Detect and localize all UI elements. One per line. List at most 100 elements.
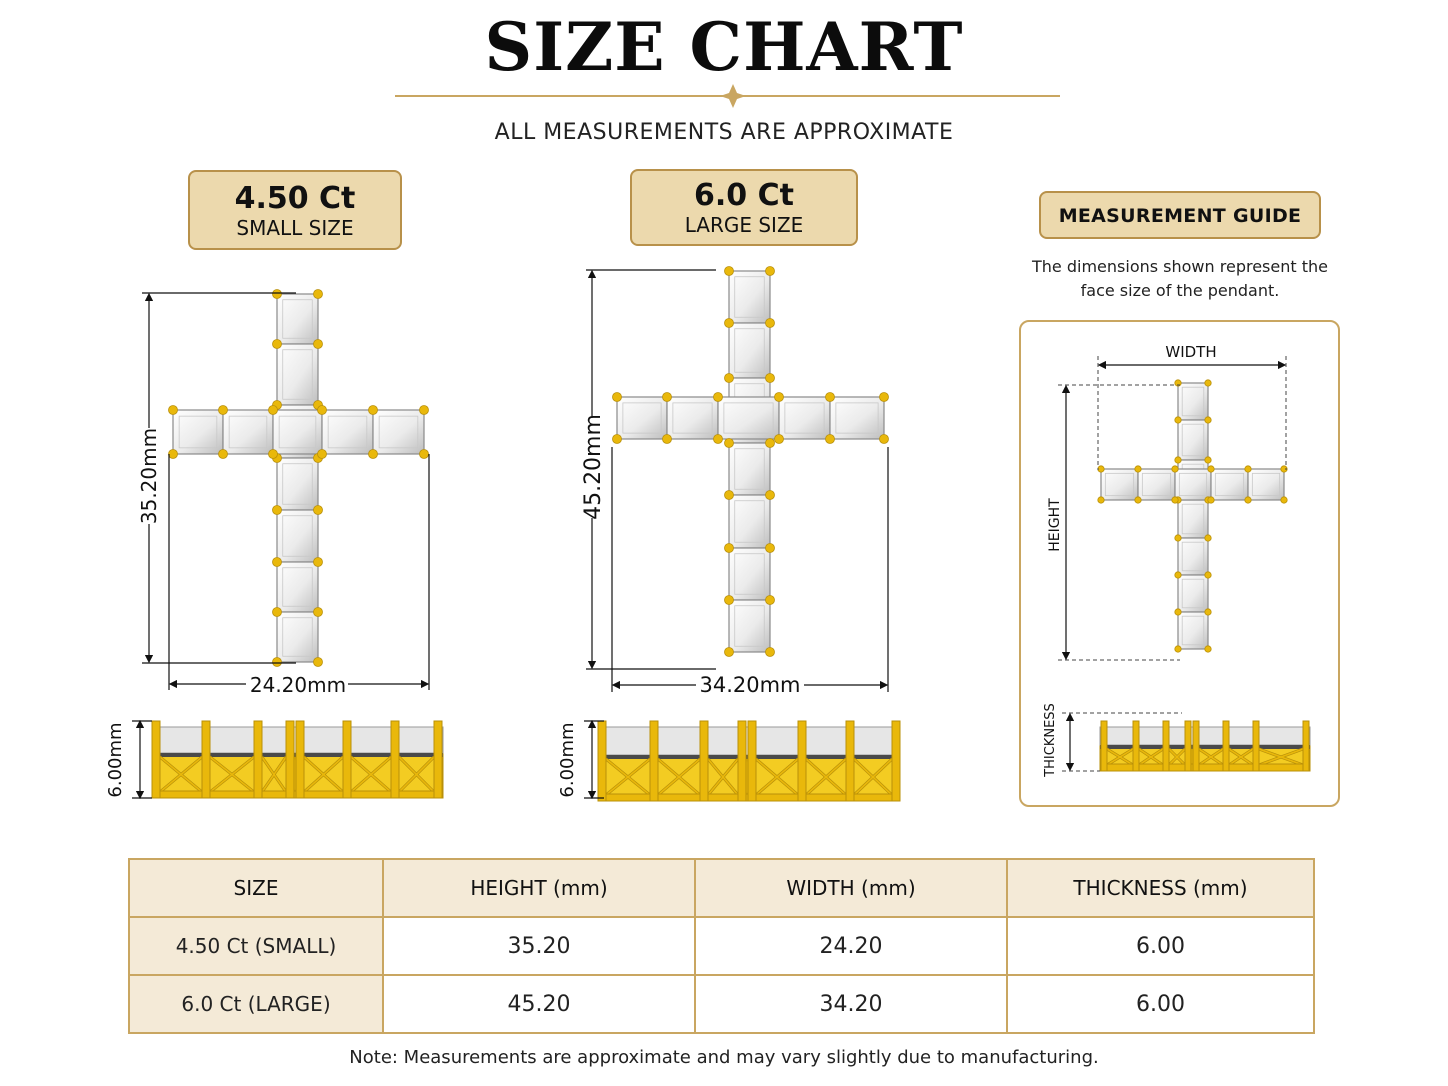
prong [662, 392, 672, 402]
prong [765, 543, 775, 553]
prong [1204, 571, 1212, 579]
guide-width-label: WIDTH [1165, 343, 1216, 361]
prong [317, 405, 327, 415]
header-size: SIZE [128, 858, 384, 918]
stone [1210, 468, 1249, 501]
guide-width-dimension: WIDTH [1097, 343, 1287, 470]
stone [1177, 574, 1209, 613]
header-thickness: THICKNESS (mm) [1006, 858, 1315, 918]
prong [419, 449, 429, 459]
large-side-view: 6.00mm [557, 719, 901, 802]
stone [1100, 468, 1139, 501]
stone [728, 547, 771, 601]
prong [774, 434, 784, 444]
prong [765, 318, 775, 328]
prong [1280, 465, 1288, 473]
stone [276, 293, 319, 345]
stone [728, 599, 771, 653]
prong [1174, 416, 1182, 424]
small-width-dimension: 24.20mm [168, 454, 430, 697]
prong [1174, 534, 1182, 542]
small-size-label: SMALL SIZE [236, 216, 354, 240]
post [390, 720, 400, 799]
prong [724, 266, 734, 276]
post [1302, 720, 1310, 772]
prong [313, 657, 323, 667]
post [1252, 720, 1260, 772]
prong [272, 339, 282, 349]
post [1192, 720, 1200, 772]
stone [276, 611, 319, 663]
post [253, 720, 263, 799]
prong [724, 490, 734, 500]
prong [368, 449, 378, 459]
large-height-label: 45.20mm [581, 414, 606, 520]
guide-height-dimension: HEIGHT [1047, 384, 1180, 661]
large-size-label: LARGE SIZE [684, 213, 804, 237]
large-size-badge: 6.0 Ct LARGE SIZE [630, 169, 858, 246]
table-header-row: SIZE HEIGHT (mm) WIDTH (mm) THICKNESS (m… [128, 858, 1315, 918]
stone [276, 561, 319, 613]
post [737, 720, 747, 802]
prong [612, 434, 622, 444]
prong [272, 289, 282, 299]
prong [765, 266, 775, 276]
page-title: SIZE CHART [484, 8, 964, 86]
post [433, 720, 443, 799]
small-cross [168, 289, 429, 667]
large-thickness-label: 6.00mm [557, 722, 578, 797]
small-width-label: 24.20mm [250, 673, 346, 697]
header-width: WIDTH (mm) [694, 858, 1008, 918]
post [747, 720, 757, 802]
prong [1174, 456, 1182, 464]
prong [1244, 465, 1252, 473]
stone [1137, 468, 1176, 501]
prong [724, 438, 734, 448]
prong [724, 543, 734, 553]
post [845, 720, 855, 802]
size-table: SIZE HEIGHT (mm) WIDTH (mm) THICKNESS (m… [128, 858, 1315, 1034]
row-thickness: 6.00 [1006, 974, 1315, 1034]
small-thickness-label: 6.00mm [105, 722, 126, 797]
post [1184, 720, 1192, 772]
small-side-view: 6.00mm [105, 719, 444, 800]
stone [728, 322, 771, 379]
prong [268, 449, 278, 459]
prong [879, 434, 889, 444]
prong [825, 434, 835, 444]
post [891, 720, 901, 802]
prong [1207, 496, 1215, 504]
title-divider [395, 84, 1060, 108]
prong [1174, 608, 1182, 616]
row-size: 4.50 Ct (SMALL) [128, 916, 384, 976]
stone [1177, 499, 1209, 539]
stone [172, 409, 224, 455]
post [649, 720, 659, 802]
post [797, 720, 807, 802]
stone [728, 442, 771, 496]
post [201, 720, 211, 799]
prong [1171, 465, 1179, 473]
prong [1204, 379, 1212, 387]
large-width-dimension: 34.20mm [611, 447, 889, 697]
post [597, 720, 607, 802]
prong [1204, 534, 1212, 542]
stone [276, 509, 319, 563]
prong [724, 595, 734, 605]
post [151, 720, 161, 799]
prong [1097, 496, 1105, 504]
row-height: 35.20 [382, 916, 696, 976]
prong [713, 392, 723, 402]
guide-description: The dimensions shown represent the face … [1032, 257, 1328, 300]
prong [765, 438, 775, 448]
stone [1177, 419, 1209, 461]
stone [372, 409, 425, 455]
prong [272, 557, 282, 567]
prong [272, 657, 282, 667]
row-height: 45.20 [382, 974, 696, 1034]
large-cross [612, 266, 889, 657]
post [342, 720, 352, 799]
small-size-badge: 4.50 Ct SMALL SIZE [188, 170, 402, 250]
stone [276, 457, 319, 511]
